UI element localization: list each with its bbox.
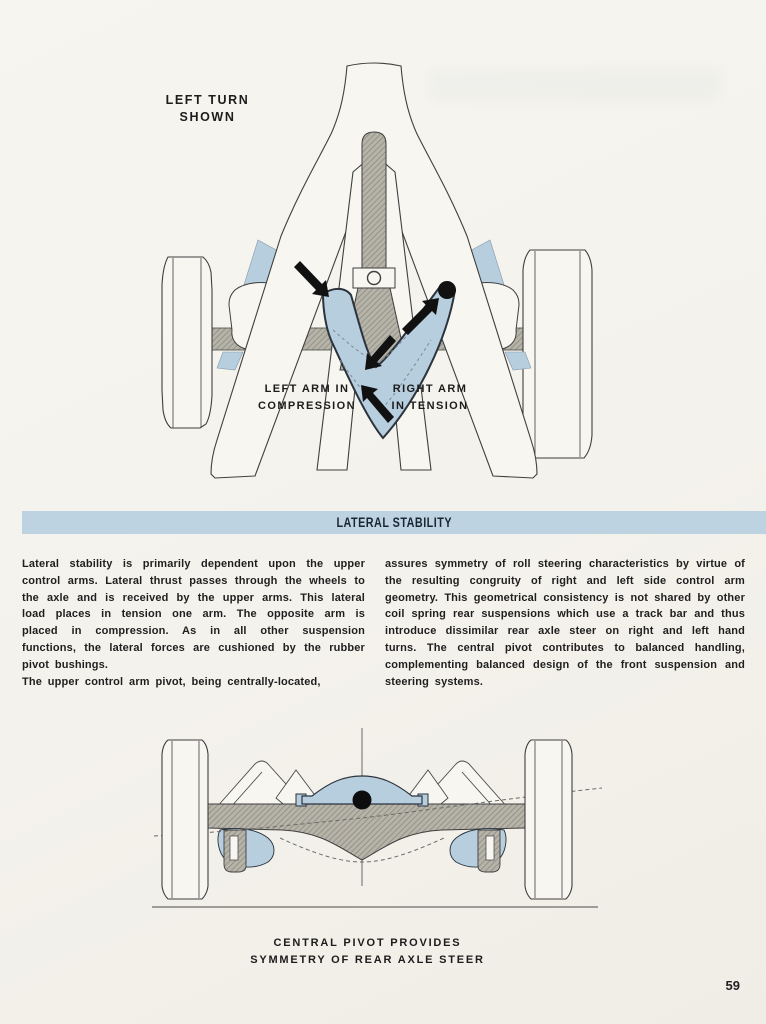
- section-banner: LATERAL STABILITY: [22, 511, 766, 534]
- left-tire: [161, 256, 213, 429]
- pivot-bolt: [366, 270, 382, 286]
- central-pivot-mount: [295, 775, 429, 807]
- central-pivot-dot: [352, 790, 372, 810]
- figure-caption: CENTRAL PIVOT PROVIDES SYMMETRY OF REAR …: [240, 935, 495, 969]
- figure-caption-line2: SYMMETRY OF REAR AXLE STEER: [250, 954, 485, 966]
- right-tire: [524, 739, 573, 900]
- steer-geometry-dashes: [153, 787, 603, 863]
- page-number: 59: [725, 978, 740, 993]
- left-turn-suspension-diagram: [161, 62, 593, 479]
- figure-caption-line1: CENTRAL PIVOT PROVIDES: [273, 937, 462, 949]
- upper-control-arm-figure: [95, 40, 675, 485]
- pivot-dot: [438, 281, 456, 299]
- force-arrows: [294, 261, 439, 423]
- rear-axle-figure: [140, 718, 615, 918]
- compression-arrow-icon: [294, 261, 329, 297]
- compression-arrow-icon: [365, 335, 396, 370]
- right-tire: [522, 249, 593, 459]
- lower-control-arms: [217, 827, 507, 873]
- show-through-artifact: [430, 70, 720, 100]
- compression-arrow-icon: [361, 385, 394, 423]
- axle-beam: [207, 803, 526, 861]
- left-tire: [161, 739, 209, 900]
- section-title: LATERAL STABILITY: [336, 515, 452, 530]
- tension-arrow-icon: [402, 298, 439, 335]
- paragraph: Lateral stability is primarily dependent…: [22, 558, 365, 671]
- article-body: Lateral stability is primarily dependent…: [22, 556, 745, 690]
- paragraph: The upper control arm pivot, being centr…: [22, 675, 321, 688]
- paragraph: assures symmetry of roll steering charac…: [385, 558, 745, 688]
- right-column: assures symmetry of roll steering charac…: [385, 556, 745, 690]
- central-pivot-shaft: [339, 131, 409, 371]
- rear-axle-steer-diagram: [152, 728, 603, 908]
- outer-frame: [210, 62, 538, 479]
- left-column: Lateral stability is primarily dependent…: [22, 556, 365, 690]
